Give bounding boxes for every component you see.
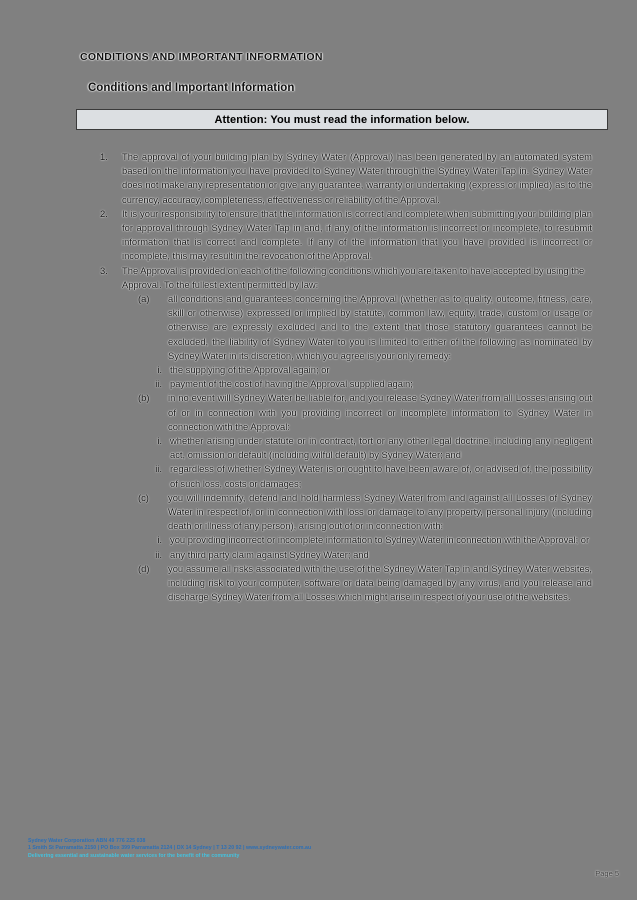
clause-text: It is your responsibility to ensure that… (122, 207, 592, 262)
section-heading: Conditions and Important Information (88, 82, 295, 94)
page-number: Page 5 (595, 869, 619, 878)
footer-tagline: Delivering essential and sustainable wat… (28, 853, 240, 860)
roman-item: ii. any third party claim against Sydney… (140, 548, 592, 562)
sub-clause-text: all conditions and guarantees concerning… (168, 293, 592, 361)
document-title: CONDITIONS AND IMPORTANT INFORMATION (80, 51, 323, 63)
roman-label: i. (157, 534, 162, 546)
roman-list: i. whether arising under statute or in c… (100, 434, 592, 491)
sub-clause-item: (d) you assume all risks associated with… (138, 562, 592, 605)
clause-number: 1. (100, 151, 108, 162)
roman-text: any third party claim against Sydney Wat… (170, 548, 369, 560)
clause-text: The Approval is provided on each of the … (122, 264, 585, 290)
roman-text: whether arising under statute or in cont… (170, 435, 592, 461)
clause-list: 1. The approval of your building plan by… (100, 150, 592, 605)
clause-number: 3. (100, 264, 108, 276)
sub-clause-text: you assume all risks associated with the… (168, 562, 592, 603)
roman-label: ii. (155, 548, 162, 560)
roman-item: i. you providing incorrect or incomplete… (140, 533, 592, 547)
roman-text: you providing incorrect or incomplete in… (170, 534, 590, 546)
sub-clause-item: (c) you will indemnify, defend and hold … (138, 491, 592, 534)
roman-label: ii. (155, 378, 162, 390)
roman-text: regardless of whether Sydney Water is or… (170, 463, 592, 489)
clause-item: 2. It is your responsibility to ensure t… (100, 207, 592, 264)
clause-item: 1. The approval of your building plan by… (100, 150, 592, 207)
sub-clause-label: (b) (138, 392, 150, 404)
roman-label: i. (157, 435, 162, 447)
roman-item: ii. regardless of whether Sydney Water i… (140, 462, 592, 490)
roman-label: i. (157, 364, 162, 376)
attention-banner: Attention: You must read the information… (76, 109, 608, 130)
sub-clause-list: (a) all conditions and guarantees concer… (100, 292, 592, 604)
sub-clause-label: (a) (138, 293, 150, 305)
sub-clause-label: (c) (138, 491, 149, 503)
sub-clause-item: (a) all conditions and guarantees concer… (138, 292, 592, 363)
roman-list: i. you providing incorrect or incomplete… (100, 533, 592, 561)
sub-clause-text: you will indemnify, defend and hold harm… (168, 491, 592, 532)
roman-list: i. the supplying of the Approval again; … (100, 363, 592, 391)
clause-item: 3. The Approval is provided on each of t… (100, 264, 592, 292)
roman-item: ii. payment of the cost of having the Ap… (140, 377, 592, 391)
attention-banner-text: Attention: You must read the information… (214, 113, 470, 126)
sub-clause-label: (d) (138, 562, 150, 574)
footer-company-line: Sydney Water Corporation ABN 49 776 225 … (28, 838, 146, 844)
roman-text: the supplying of the Approval again; or (170, 364, 330, 376)
page-footer: Sydney Water Corporation ABN 49 776 225 … (28, 838, 448, 861)
roman-item: i. whether arising under statute or in c… (140, 434, 592, 462)
sub-clause-text: in no event will Sydney Water be liable … (168, 392, 592, 432)
roman-text: payment of the cost of having the Approv… (170, 378, 413, 390)
roman-label: ii. (155, 463, 162, 475)
clause-number: 2. (100, 207, 108, 219)
clause-text: The approval of your building plan by Sy… (122, 151, 592, 205)
roman-item: i. the supplying of the Approval again; … (140, 363, 592, 377)
sub-clause-item: (b) in no event will Sydney Water be lia… (138, 391, 592, 434)
footer-contact-line: 1 Smith St Parramatta 2150 | PO Box 399 … (28, 845, 312, 852)
